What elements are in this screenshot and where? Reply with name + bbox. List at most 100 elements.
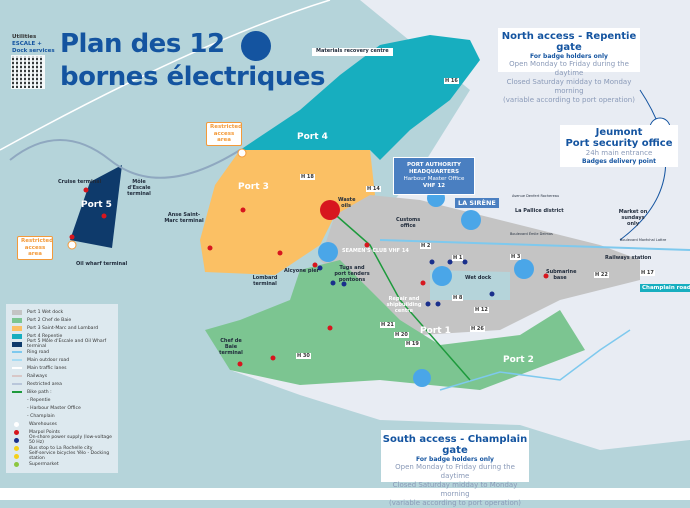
- legend-item: Port 2 Chef de Baie: [12, 316, 112, 324]
- label-anse: Anse Saint-Marc terminal: [164, 212, 204, 224]
- port2-label: Port 2: [503, 355, 534, 365]
- ring-road-south: [439, 329, 631, 391]
- legend-item: Restricted area: [12, 380, 112, 388]
- warehouse-h8: H 8: [452, 295, 464, 301]
- label-mole: Môle d'Escale terminal: [127, 179, 151, 197]
- legend-item: Ring road: [12, 348, 112, 356]
- warehouse-h22: H 22: [594, 272, 609, 278]
- port5-area: [70, 165, 122, 248]
- port1-label: Port 1: [420, 326, 451, 336]
- legend-label: Main traffic lanes: [27, 365, 67, 371]
- marpol-points: [69, 187, 549, 367]
- legend-swatch: [12, 383, 22, 385]
- legend-label: Warehouses: [29, 421, 57, 427]
- legend-item: Railways: [12, 372, 112, 380]
- title-line-1: Plan des 12: [60, 29, 225, 59]
- blue-dot-logo: [241, 31, 271, 61]
- port3-label: Port 3: [238, 182, 269, 192]
- south-access-title: South access - Champlain gate: [382, 434, 528, 456]
- label-cruise: Cruise terminal: [58, 179, 102, 185]
- legend-label: Supermarket: [29, 461, 59, 467]
- label-submarine: Submarine base: [546, 269, 577, 281]
- legend-item: Port 5 Môle d'Escale and Oil Wharf termi…: [12, 339, 112, 349]
- label-avenue: Avenue Denfert Rochereau: [512, 194, 560, 198]
- legend-swatch: [12, 406, 22, 411]
- label-boulevard2: Boulevard Maréchal Lattre: [620, 238, 667, 242]
- wet-dock-icon: [432, 266, 452, 286]
- legend-swatch: [12, 359, 22, 361]
- restricted-area-label-1: Restricted access area: [206, 122, 242, 146]
- buoy-icon: [413, 369, 431, 387]
- legend-swatch: [14, 461, 19, 467]
- warehouse-h17: H 17: [640, 270, 655, 276]
- title-line-2: bornes électriques: [60, 62, 325, 92]
- warehouse-h3: H 3: [510, 254, 522, 260]
- warehouse-h14: H 14: [366, 186, 381, 192]
- legend-label: - Harbour Master Office: [27, 405, 81, 411]
- port3-area: [200, 150, 375, 275]
- legend-label: - Champlain: [27, 413, 55, 419]
- legend-item: Main outdoor road: [12, 356, 112, 364]
- qr-code[interactable]: [11, 55, 45, 89]
- legend-label: Ring road: [27, 349, 50, 355]
- gate-pointer: [619, 89, 667, 241]
- legend-item: - Harbour Master Office: [12, 404, 112, 412]
- port4-label: Port 4: [297, 132, 328, 142]
- restricted-gate-2: [67, 240, 77, 250]
- label-waste: Waste oils: [338, 197, 356, 209]
- security-line1: 24h main entrance: [585, 149, 653, 157]
- bottom-strip: [0, 488, 690, 500]
- legend-swatch: [12, 391, 22, 393]
- warehouse-h30: H 30: [296, 353, 311, 359]
- legend-swatch: [12, 367, 22, 369]
- security-title-1: Jeumont: [595, 127, 643, 138]
- legend-swatch: [12, 398, 22, 403]
- legend-label: Bus stop to La Rochelle city: [29, 445, 93, 451]
- warehouse-h18: H 18: [300, 174, 315, 180]
- label-lombard: Lombard terminal: [252, 275, 278, 287]
- restricted-area-label-2: Restricted access area: [17, 236, 53, 260]
- south-access-box: South access - Champlain gate For badge …: [381, 430, 529, 507]
- legend-label: Port 1 Wet dock: [27, 309, 64, 315]
- warehouse-h21: H 21: [380, 322, 395, 328]
- legend-label: Railways: [27, 373, 48, 379]
- security-line2: Badges delivery point: [582, 158, 656, 165]
- utilities-text: Utilities: [12, 34, 37, 40]
- port5-label: Port 5: [81, 200, 112, 210]
- label-seamen: SEAMEN'S CLUB VHF 14: [342, 248, 409, 254]
- legend-item: Marpol Points: [12, 428, 112, 436]
- pa-line2: HEADQUARTERS: [408, 169, 460, 175]
- legend-item: Bus stop to La Rochelle city: [12, 444, 112, 452]
- label-boulevard: Boulevard Émile Delmas: [510, 232, 553, 236]
- legend-swatch: [12, 333, 22, 339]
- label-wetdock: Wet dock: [465, 275, 492, 281]
- brand-sub-text: Dock services: [12, 48, 55, 54]
- legend-swatch: [14, 437, 19, 443]
- legend-label: Self-service bicycles Yélo - Docking sta…: [29, 451, 110, 461]
- north-access-subtitle: For badge holders only: [530, 53, 608, 60]
- label-railways: Railways station: [605, 255, 652, 261]
- legend-swatch: [12, 325, 22, 331]
- label-customs: Customs office: [396, 217, 421, 229]
- north-access-line2: Closed Saturday midday to Monday morning: [506, 78, 632, 95]
- legend-item: Supermarket: [12, 460, 112, 468]
- warehouse-h1: H 1: [452, 255, 464, 261]
- legend-item: On-shore power supply (low-voltage 50 Hz…: [12, 435, 112, 445]
- legend-item: Port 4 Repentie: [12, 332, 112, 340]
- legend-item: Port 1 Wet dock: [12, 308, 112, 316]
- port4-area: [240, 35, 480, 160]
- legend-label: Port 4 Repentie: [27, 333, 63, 339]
- ring-road: [379, 239, 690, 251]
- legend-swatch: [12, 317, 22, 323]
- warehouse-h16: H 16: [444, 78, 459, 84]
- legend-label: Port 2 Chef de Baie: [27, 317, 72, 323]
- legend-item: Warehouses: [12, 420, 112, 428]
- legend-label: On-shore power supply (low-voltage 50 Hz…: [29, 435, 112, 445]
- restricted-gate-1: [237, 148, 247, 158]
- south-access-line1: Open Monday to Friday during the daytime: [395, 463, 515, 480]
- label-repair: Repair and shipbuilding centre: [386, 296, 422, 314]
- waste-oils-icon: [320, 200, 340, 220]
- north-access-line3: (variable according to port operation): [503, 96, 635, 104]
- legend-swatch: [12, 375, 22, 377]
